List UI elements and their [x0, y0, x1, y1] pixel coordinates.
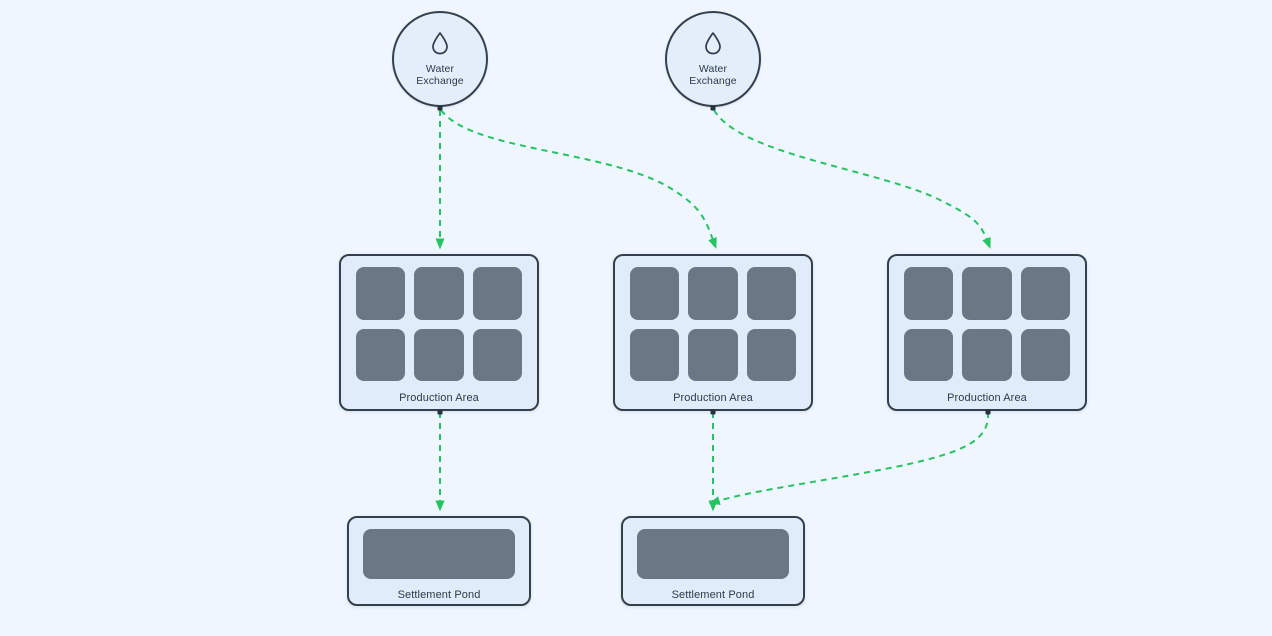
production-cell [1020, 328, 1070, 381]
node-label: Water Exchange [689, 63, 737, 87]
production-cell [414, 267, 464, 320]
production-cell [904, 267, 954, 320]
connection-anchor [985, 409, 991, 415]
edge-water-exchange-1-to-production-area-2 [440, 109, 717, 249]
production-cell [688, 328, 738, 381]
pond-basin [363, 529, 515, 579]
node-label: Water Exchange [416, 63, 464, 87]
node-water-exchange-2[interactable]: Water Exchange [665, 11, 761, 107]
connection-anchor [710, 105, 716, 111]
connection-anchor [437, 409, 443, 415]
node-label: Settlement Pond [397, 589, 481, 601]
node-settlement-pond-2[interactable]: Settlement Pond [621, 516, 805, 606]
connection-anchor [710, 409, 716, 415]
water-drop-icon [703, 31, 723, 60]
edge-water-exchange-2-to-production-area-3 [713, 109, 991, 249]
production-cell [414, 328, 464, 381]
production-equipment-grid [630, 267, 796, 381]
node-label: Production Area [947, 392, 1027, 404]
water-drop-icon [430, 31, 450, 60]
edge-production-area-3-to-settlement-pond-2 [708, 411, 990, 505]
node-settlement-pond-1[interactable]: Settlement Pond [347, 516, 531, 606]
node-production-area-3[interactable]: Production Area [887, 254, 1087, 411]
node-label: Production Area [673, 392, 753, 404]
node-label: Production Area [399, 392, 479, 404]
production-cell [746, 267, 796, 320]
production-equipment-grid [904, 267, 1070, 381]
production-cell [688, 267, 738, 320]
node-label: Settlement Pond [671, 589, 755, 601]
node-production-area-1[interactable]: Production Area [339, 254, 539, 411]
production-cell [1020, 267, 1070, 320]
node-water-exchange-1[interactable]: Water Exchange [392, 11, 488, 107]
production-cell [472, 328, 522, 381]
production-cell [962, 267, 1012, 320]
connection-anchor [437, 105, 443, 111]
production-equipment-grid [356, 267, 522, 381]
production-cell [356, 328, 406, 381]
production-cell [630, 267, 680, 320]
production-cell [746, 328, 796, 381]
node-production-area-2[interactable]: Production Area [613, 254, 813, 411]
production-cell [472, 267, 522, 320]
production-cell [962, 328, 1012, 381]
pond-basin [637, 529, 789, 579]
production-cell [356, 267, 406, 320]
production-cell [904, 328, 954, 381]
production-cell [630, 328, 680, 381]
